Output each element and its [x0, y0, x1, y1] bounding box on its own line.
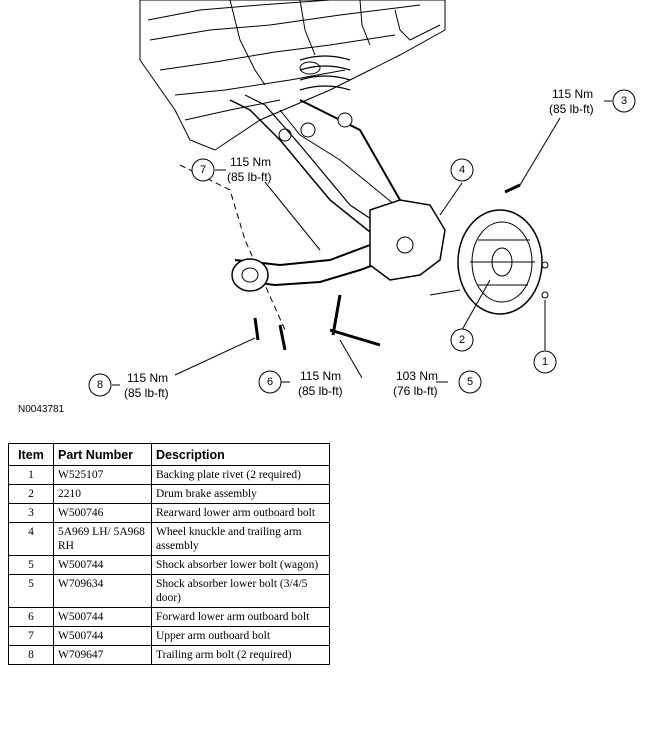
- svg-text:(85 lb-ft): (85 lb-ft): [298, 384, 343, 398]
- callout-7: 7 115 Nm (85 lb-ft): [191, 155, 272, 184]
- suspension-exploded-diagram: 1 2 3 115 Nm (85 lb-ft) 4 5 103 Nm (76 l…: [88, 0, 636, 400]
- callout-1: 1: [533, 350, 557, 374]
- cell-part-number: 5A969 LH/ 5A968 RH: [53, 522, 152, 556]
- svg-text:(85 lb-ft): (85 lb-ft): [227, 170, 272, 184]
- cell-part-number: W500746: [53, 503, 152, 523]
- svg-text:(85 lb-ft): (85 lb-ft): [549, 102, 594, 116]
- cell-part-number: W709647: [53, 645, 152, 665]
- table-row: 5 W500744 Shock absorber lower bolt (wag…: [8, 555, 330, 575]
- cell-item: 5: [8, 555, 54, 575]
- cell-item: 7: [8, 626, 54, 646]
- cell-item: 3: [8, 503, 54, 523]
- svg-text:(85 lb-ft): (85 lb-ft): [124, 386, 169, 400]
- table-row: 4 5A969 LH/ 5A968 RH Wheel knuckle and t…: [8, 522, 330, 556]
- svg-text:1: 1: [542, 356, 548, 368]
- callout-8: 8 115 Nm (85 lb-ft): [88, 371, 169, 400]
- svg-text:6: 6: [267, 376, 273, 388]
- cell-description: Drum brake assembly: [151, 484, 330, 504]
- svg-text:8: 8: [97, 379, 103, 391]
- parts-table: Item Part Number Description 1 W525107 B…: [8, 443, 330, 665]
- cell-description: Trailing arm bolt (2 required): [151, 645, 330, 665]
- cell-description: Backing plate rivet (2 required): [151, 465, 330, 485]
- table-row: 6 W500744 Forward lower arm outboard bol…: [8, 607, 330, 627]
- header-description: Description: [151, 443, 330, 466]
- callout-5: 5 103 Nm (76 lb-ft): [393, 369, 482, 398]
- table-row: 7 W500744 Upper arm outboard bolt: [8, 626, 330, 646]
- callout-4: 4: [450, 158, 474, 182]
- cell-description: Shock absorber lower bolt (wagon): [151, 555, 330, 575]
- cell-item: 4: [8, 522, 54, 556]
- figure-id: N0043781: [18, 404, 65, 415]
- table-row: 1 W525107 Backing plate rivet (2 require…: [8, 465, 330, 485]
- header-part-number: Part Number: [53, 443, 152, 466]
- cell-description: Rearward lower arm outboard bolt: [151, 503, 330, 523]
- callout-3: 3 115 Nm (85 lb-ft): [549, 87, 636, 116]
- svg-text:3: 3: [621, 95, 627, 107]
- svg-text:2: 2: [459, 334, 465, 346]
- table-row: 5 W709634 Shock absorber lower bolt (3/4…: [8, 574, 330, 608]
- chassis-frame-illustration: [139, 0, 549, 351]
- svg-text:115 Nm: 115 Nm: [300, 369, 341, 383]
- cell-item: 6: [8, 607, 54, 627]
- cell-part-number: W500744: [53, 626, 152, 646]
- callout-6: 6 115 Nm (85 lb-ft): [258, 369, 343, 398]
- svg-text:103 Nm: 103 Nm: [396, 369, 438, 383]
- cell-part-number: W500744: [53, 555, 152, 575]
- cell-part-number: W525107: [53, 465, 152, 485]
- svg-text:115 Nm: 115 Nm: [127, 371, 168, 385]
- table-header-row: Item Part Number Description: [8, 443, 330, 466]
- cell-item: 1: [8, 465, 54, 485]
- cell-description: Wheel knuckle and trailing arm assembly: [151, 522, 330, 556]
- table-row: 2 2210 Drum brake assembly: [8, 484, 330, 504]
- cell-item: 8: [8, 645, 54, 665]
- cell-part-number: W709634: [53, 574, 152, 608]
- cell-part-number: W500744: [53, 607, 152, 627]
- table-row: 3 W500746 Rearward lower arm outboard bo…: [8, 503, 330, 523]
- svg-text:(76 lb-ft): (76 lb-ft): [393, 384, 438, 398]
- svg-text:4: 4: [459, 164, 465, 176]
- cell-description: Shock absorber lower bolt (3/4/5 door): [151, 574, 330, 608]
- callout-leaders: [112, 100, 612, 386]
- cell-item: 2: [8, 484, 54, 504]
- cell-description: Upper arm outboard bolt: [151, 626, 330, 646]
- svg-text:7: 7: [200, 164, 206, 176]
- svg-text:115 Nm: 115 Nm: [230, 155, 271, 169]
- cell-description: Forward lower arm outboard bolt: [151, 607, 330, 627]
- cell-item: 5: [8, 574, 54, 608]
- svg-text:5: 5: [467, 376, 473, 388]
- header-item: Item: [8, 443, 54, 466]
- callout-2: 2: [450, 328, 474, 352]
- table-row: 8 W709647 Trailing arm bolt (2 required): [8, 645, 330, 665]
- svg-text:115 Nm: 115 Nm: [552, 87, 593, 101]
- cell-part-number: 2210: [53, 484, 152, 504]
